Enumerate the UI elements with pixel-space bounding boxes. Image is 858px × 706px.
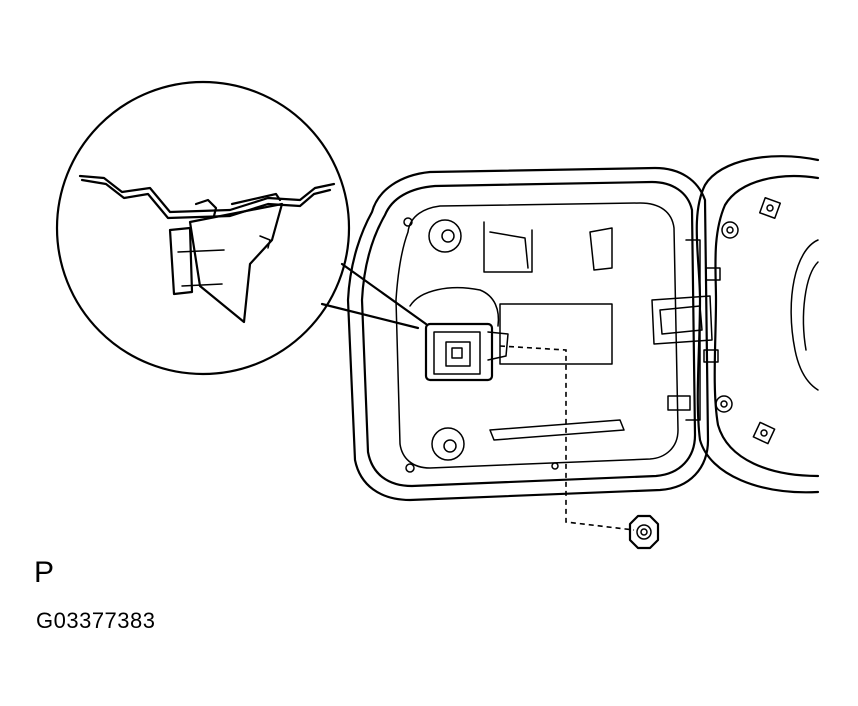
nut bbox=[628, 514, 660, 550]
fuel-lid-door bbox=[346, 166, 721, 502]
callout-connector bbox=[320, 262, 428, 330]
body-panel-opening bbox=[695, 155, 820, 494]
view-label: P bbox=[34, 556, 55, 589]
detail-callout bbox=[55, 80, 351, 376]
figure-code: G03377383 bbox=[36, 608, 156, 633]
bolt-leader-line bbox=[499, 345, 635, 531]
